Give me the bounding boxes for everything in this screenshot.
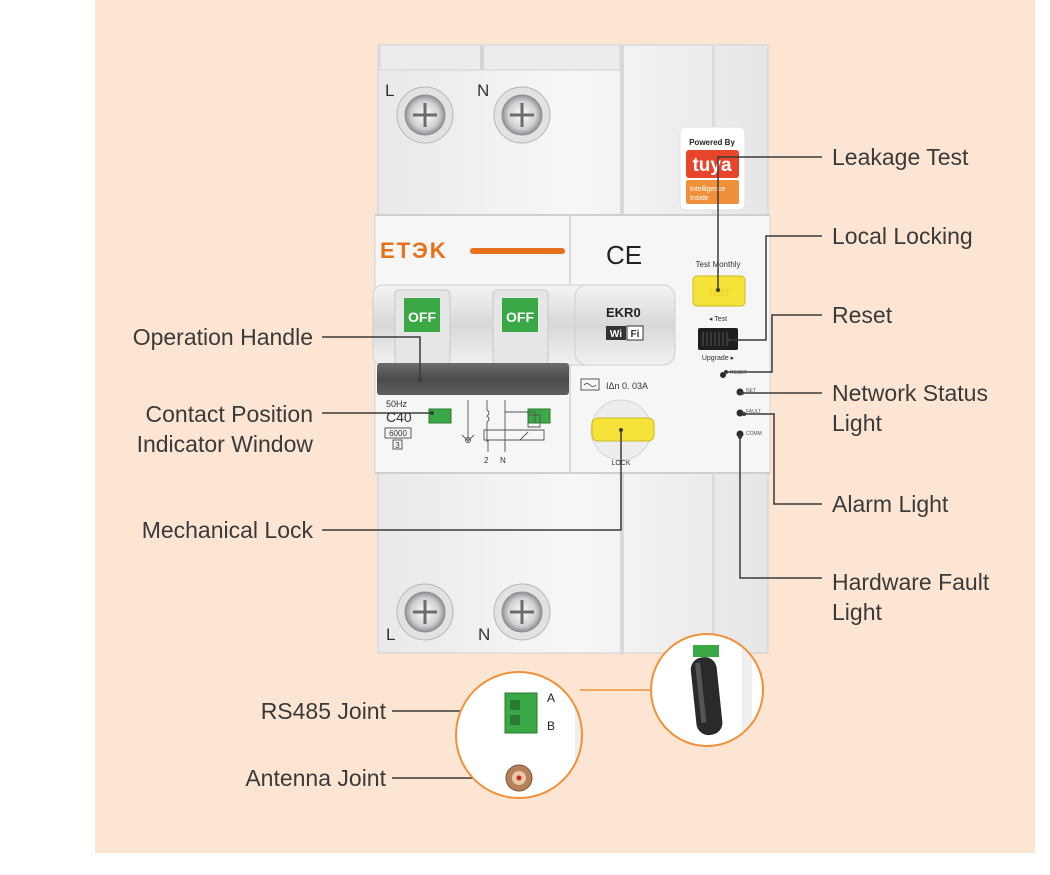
svg-text:Inside: Inside [690, 195, 709, 202]
top-terminal-screws [396, 86, 551, 144]
callout-hardware-fault-line1: Hardware Fault [832, 569, 990, 595]
leader-lines [322, 156, 822, 779]
zoom-antenna [650, 633, 764, 747]
callout-alarm-light: Alarm Light [832, 491, 949, 517]
spec-rating: C40 [386, 409, 412, 425]
svg-text:2: 2 [484, 456, 489, 465]
callout-hardware-fault-line2: Light [832, 599, 882, 625]
contact-indicator-right [527, 408, 551, 424]
reset-button[interactable] [720, 372, 726, 378]
svg-text:COMM: COMM [746, 431, 762, 437]
callout-rs485-joint: RS485 Joint [260, 698, 386, 724]
svg-text:RESET: RESET [730, 370, 747, 376]
spec-frequency: 50Hz [386, 399, 408, 409]
callout-network-status-line2: Light [832, 410, 882, 436]
svg-text:TEST: TEST [707, 288, 731, 298]
mechanical-lock[interactable] [591, 417, 655, 442]
rs485-b: B [547, 719, 555, 733]
handle-left-label: OFF [408, 309, 436, 325]
callout-hardware-fault: Hardware Fault Light [832, 567, 989, 627]
callout-contact-position-line2: Indicator Window [136, 431, 313, 457]
handle-right[interactable]: OFF [502, 298, 538, 332]
callout-leakage-test: Leakage Test [832, 144, 969, 170]
bottom-terminal-screws [396, 583, 551, 641]
callout-network-status-line1: Network Status [832, 380, 988, 406]
callout-mechanical-lock: Mechanical Lock [141, 517, 313, 543]
tuya-badge: Powered By tuya Intelligence Inside [679, 126, 746, 211]
callout-contact-position-line1: Contact Position [145, 401, 313, 427]
handle-left[interactable]: OFF [404, 298, 440, 332]
callout-antenna-joint: Antenna Joint [245, 765, 386, 791]
svg-text:◂ Test: ◂ Test [709, 316, 727, 323]
model-name: EKR0 [606, 305, 641, 320]
callout-operation-handle: Operation Handle [132, 324, 313, 350]
svg-text:Upgrade ▸: Upgrade ▸ [702, 355, 735, 362]
operation-handle-bar[interactable] [377, 363, 569, 395]
brand-logo: ETЭK [380, 238, 448, 263]
tuya-logo: tuya [692, 155, 732, 176]
svg-text:NET: NET [746, 388, 756, 394]
callout-local-locking: Local Locking [832, 223, 973, 249]
svg-text:FAULT: FAULT [746, 409, 761, 415]
wiring-schematic [461, 400, 545, 452]
rs485-a: A [547, 691, 555, 705]
bottom-terminal-n: N [478, 625, 490, 644]
wifi-badge [606, 326, 626, 340]
zoom-rs485-antenna [455, 671, 583, 799]
svg-text:Intelligence: Intelligence [690, 186, 726, 193]
brand-bar [470, 248, 565, 254]
svg-text:Fi: Fi [631, 329, 640, 340]
contact-indicator-left [428, 408, 452, 424]
residual-current: IΔn 0. 03A [606, 381, 648, 391]
bottom-terminal-l: L [386, 625, 395, 644]
svg-text:Wi: Wi [610, 329, 622, 340]
comm-led [736, 430, 744, 438]
top-terminal-l: L [385, 81, 394, 100]
spec-capacity: 6000 [389, 429, 407, 438]
callout-reset: Reset [832, 302, 893, 328]
ce-mark: CE [606, 240, 642, 270]
model-housing [574, 284, 676, 366]
spec-class: 3 [395, 441, 400, 450]
handle-right-label: OFF [506, 309, 534, 325]
top-terminal-n: N [477, 81, 489, 100]
callout-network-status: Network Status Light [832, 378, 988, 438]
svg-text:Powered By: Powered By [689, 138, 735, 147]
local-locking-switch[interactable] [698, 328, 738, 350]
fault-led [736, 409, 744, 417]
svg-text:N: N [500, 456, 506, 465]
callout-contact-position: Contact Position Indicator Window [137, 399, 313, 459]
